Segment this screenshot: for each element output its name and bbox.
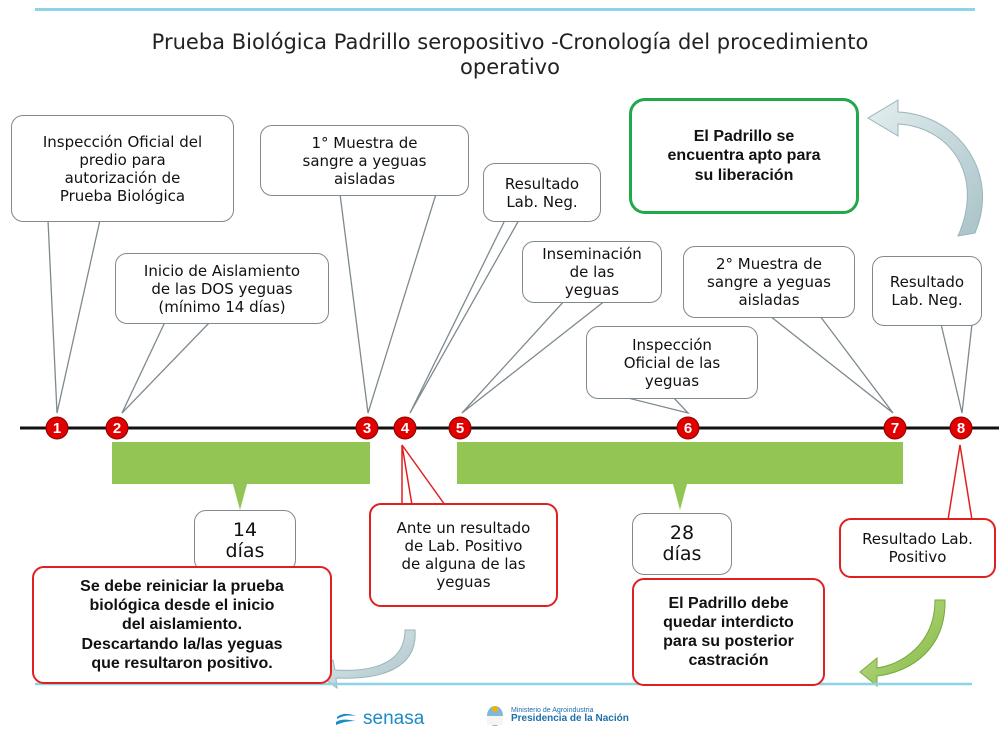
pointer-1 [47, 219, 101, 414]
pointer-7 [768, 315, 894, 414]
pointer-4 [409, 219, 521, 414]
timeline-node-2: 2 [105, 416, 129, 440]
note-resultado-positivo-8: Resultado Lab. Positivo [839, 518, 996, 578]
period-bracket-28 [457, 442, 903, 510]
callout-pointers [47, 193, 973, 415]
timeline-node-label: 7 [891, 420, 899, 437]
period-bracket-14 [112, 442, 370, 510]
timeline-node-label: 5 [456, 420, 464, 437]
ministerio-text: Ministerio de Agroindustria Presidencia … [511, 707, 629, 725]
timeline-node-label: 2 [113, 420, 121, 437]
pointer-8 [940, 323, 973, 414]
curved-arrow-release [867, 99, 984, 237]
pointer-6 [627, 397, 690, 415]
timeline-node-7: 7 [883, 416, 907, 440]
note-padrillo-interdicto: El Padrillo debe quedar interdicto para … [632, 578, 825, 686]
timeline-node-label: 4 [401, 420, 410, 437]
pointer-note-4 [401, 444, 446, 506]
national-shield-icon [487, 706, 503, 726]
callout-resultado-neg-2: Resultado Lab. Neg. [872, 256, 982, 326]
period-label-14-dias: 14 días [194, 510, 296, 572]
curved-arrow-interdict [859, 599, 946, 688]
senasa-wordmark: senasa [363, 708, 425, 729]
timeline-node-label: 3 [363, 420, 371, 437]
note-reiniciar-prueba: Se debe reiniciar la prueba biológica de… [32, 566, 332, 684]
curved-arrow-restart [317, 629, 416, 690]
timeline-node-label: 6 [684, 420, 692, 437]
timeline-node-4: 4 [393, 416, 417, 440]
top-rule [35, 8, 975, 11]
callout-primera-muestra: 1° Muestra de sangre a yeguas aisladas [260, 125, 469, 196]
diagram-title: Prueba Biológica Padrillo seropositivo -… [151, 30, 869, 79]
callout-segunda-muestra: 2° Muestra de sangre a yeguas aisladas [683, 246, 855, 318]
pointer-note-8 [947, 444, 973, 521]
pointer-2 [121, 321, 212, 414]
callout-inspeccion-yeguas: Inspección Oficial de las yeguas [586, 326, 758, 399]
pointer-3 [339, 193, 437, 414]
callout-padrillo-apto: El Padrillo se encuentra apto para su li… [629, 98, 859, 214]
presidencia-name: Presidencia de la Nación [511, 713, 629, 725]
timeline-nodes: 1 2 3 4 5 6 7 8 [45, 416, 973, 440]
senasa-mark-icon [336, 713, 356, 725]
period-label-28-dias: 28 días [632, 513, 732, 575]
timeline-node-label: 1 [53, 420, 61, 437]
timeline-node-1: 1 [45, 416, 69, 440]
ministerio-logo: Ministerio de Agroindustria Presidencia … [485, 705, 629, 727]
note-resultado-positivo-4: Ante un resultado de Lab. Positivo de al… [369, 503, 558, 607]
callout-inspeccion-predio: Inspección Oficial del predio para autor… [11, 115, 234, 222]
ministerio-name: Ministerio de Agroindustria [511, 707, 594, 715]
pointer-5 [461, 299, 608, 414]
senasa-logo: senasa [335, 708, 424, 730]
callout-inicio-aislamiento: Inicio de Aislamiento de las DOS yeguas … [115, 253, 329, 324]
timeline-node-8: 8 [949, 416, 973, 440]
callout-inseminacion: Inseminación de las yeguas [522, 241, 662, 303]
callout-resultado-neg-1: Resultado Lab. Neg. [483, 163, 601, 222]
timeline-node-6: 6 [676, 416, 700, 440]
timeline-node-label: 8 [957, 420, 965, 437]
timeline-node-3: 3 [355, 416, 379, 440]
timeline-node-5: 5 [448, 416, 472, 440]
